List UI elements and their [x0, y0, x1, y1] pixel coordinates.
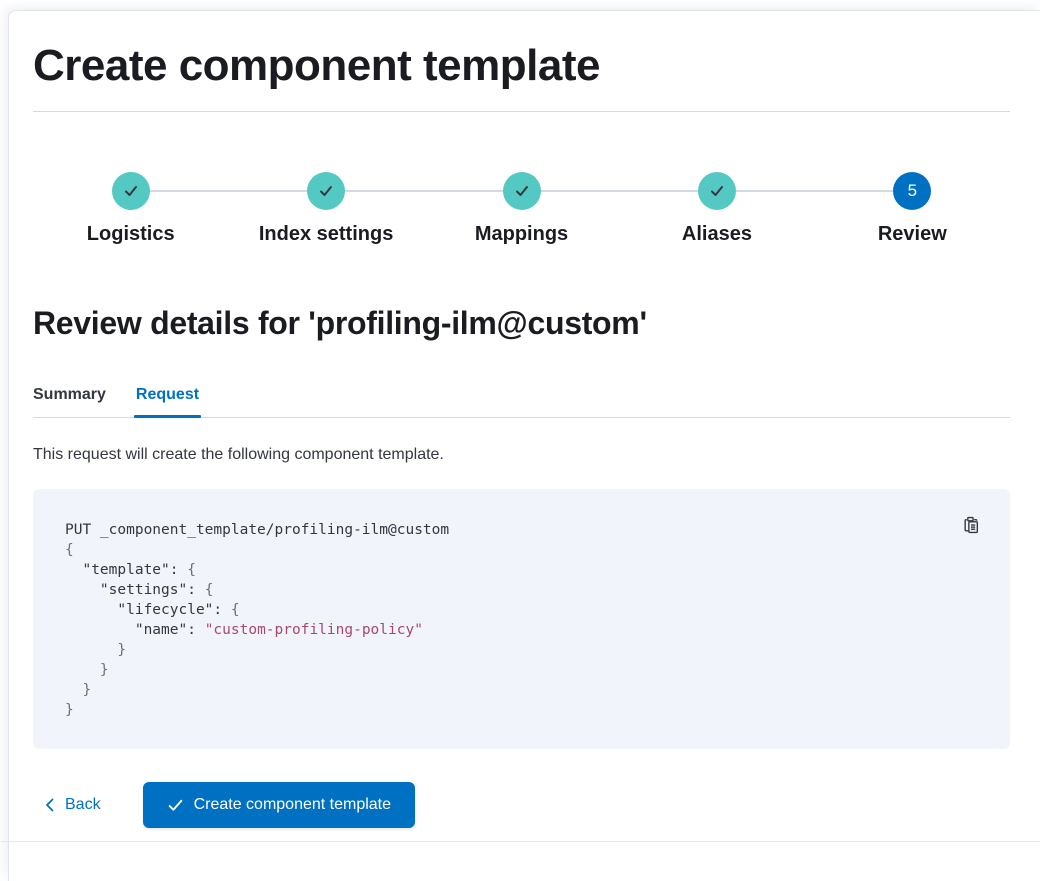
step-label: Logistics	[86, 223, 175, 245]
tab-bar: Summary Request	[33, 386, 1010, 418]
create-component-template-button[interactable]: Create component template	[142, 782, 416, 828]
back-button-label: Back	[65, 796, 101, 813]
step-complete-check-icon[interactable]	[111, 172, 150, 210]
request-description: This request will create the following c…	[33, 446, 444, 463]
request-code-block: PUT _component_template/profiling-ilm@cu…	[33, 489, 1010, 749]
step-current-number[interactable]: 5	[893, 172, 932, 210]
tab-divider	[33, 417, 1010, 418]
step-complete-check-icon[interactable]	[307, 172, 346, 210]
step-label: Aliases	[681, 223, 752, 245]
step-mappings[interactable]: Mappings	[424, 172, 619, 250]
step-label: Index settings	[258, 223, 394, 245]
footer-actions: Back Create component template	[33, 782, 1010, 828]
tab-request[interactable]: Request	[133, 386, 202, 418]
step-complete-check-icon[interactable]	[502, 172, 541, 210]
step-index-settings[interactable]: Index settings	[228, 172, 423, 250]
page-title: Create component template	[33, 41, 600, 90]
tab-summary[interactable]: Summary	[33, 386, 106, 403]
step-aliases[interactable]: Aliases	[619, 172, 814, 250]
step-label: Mappings	[474, 223, 569, 245]
code-content: PUT _component_template/profiling-ilm@cu…	[65, 522, 450, 718]
review-heading: Review details for 'profiling-ilm@custom…	[33, 305, 647, 341]
bottom-divider	[1, 841, 1040, 842]
back-button[interactable]: Back	[33, 788, 111, 822]
create-button-label: Create component template	[193, 796, 392, 813]
step-complete-check-icon[interactable]	[697, 172, 736, 210]
step-logistics[interactable]: Logistics	[33, 172, 228, 250]
step-label: Review	[877, 223, 947, 245]
copy-clipboard-icon	[963, 516, 980, 534]
page-panel: Create component template Logistics Index…	[1, 10, 1040, 881]
header-divider	[33, 111, 1010, 112]
copy-button[interactable]	[961, 514, 982, 536]
check-icon	[167, 798, 184, 813]
chevron-left-icon	[43, 797, 56, 813]
